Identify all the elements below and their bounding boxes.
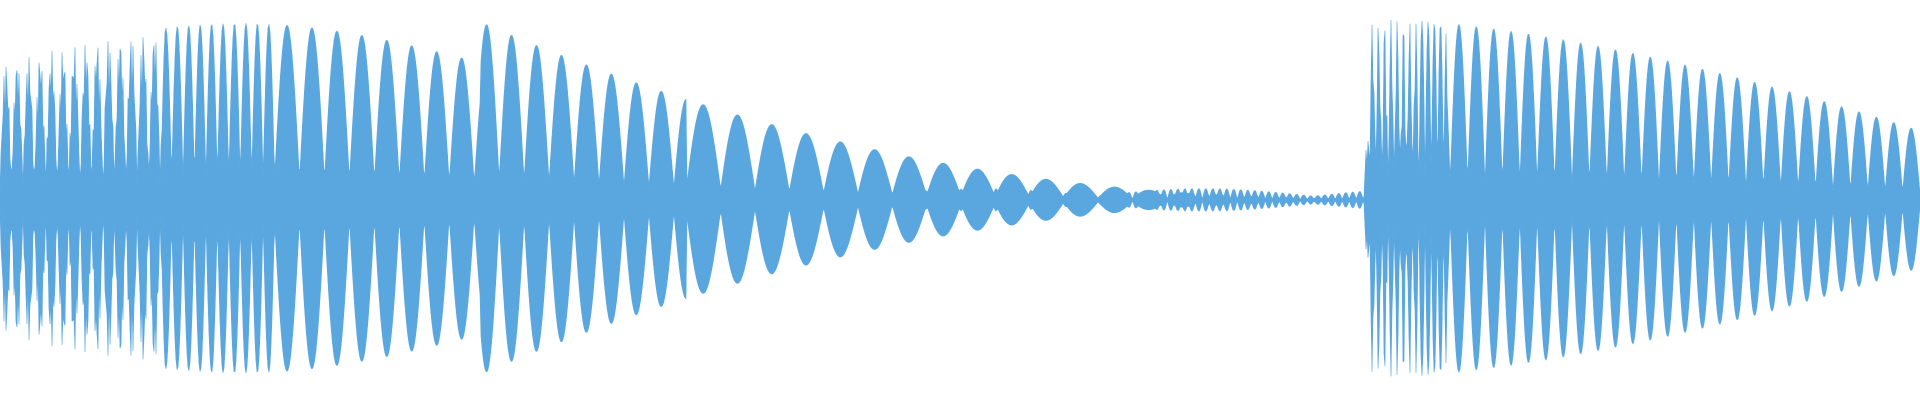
waveform-envelope — [0, 19, 1920, 377]
